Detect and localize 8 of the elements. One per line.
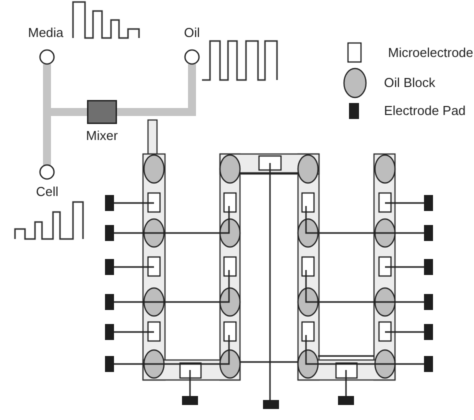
legend-label: Oil Block xyxy=(384,75,436,90)
channel xyxy=(117,64,196,116)
mixer-label: Mixer xyxy=(86,128,118,143)
inlet-label: Oil xyxy=(184,25,200,40)
legend-label: Microelectrode xyxy=(388,45,474,60)
inlet-label: Cell xyxy=(36,184,58,199)
legend-label: Electrode Pad xyxy=(384,103,466,118)
inlet-label: Media xyxy=(28,25,64,40)
